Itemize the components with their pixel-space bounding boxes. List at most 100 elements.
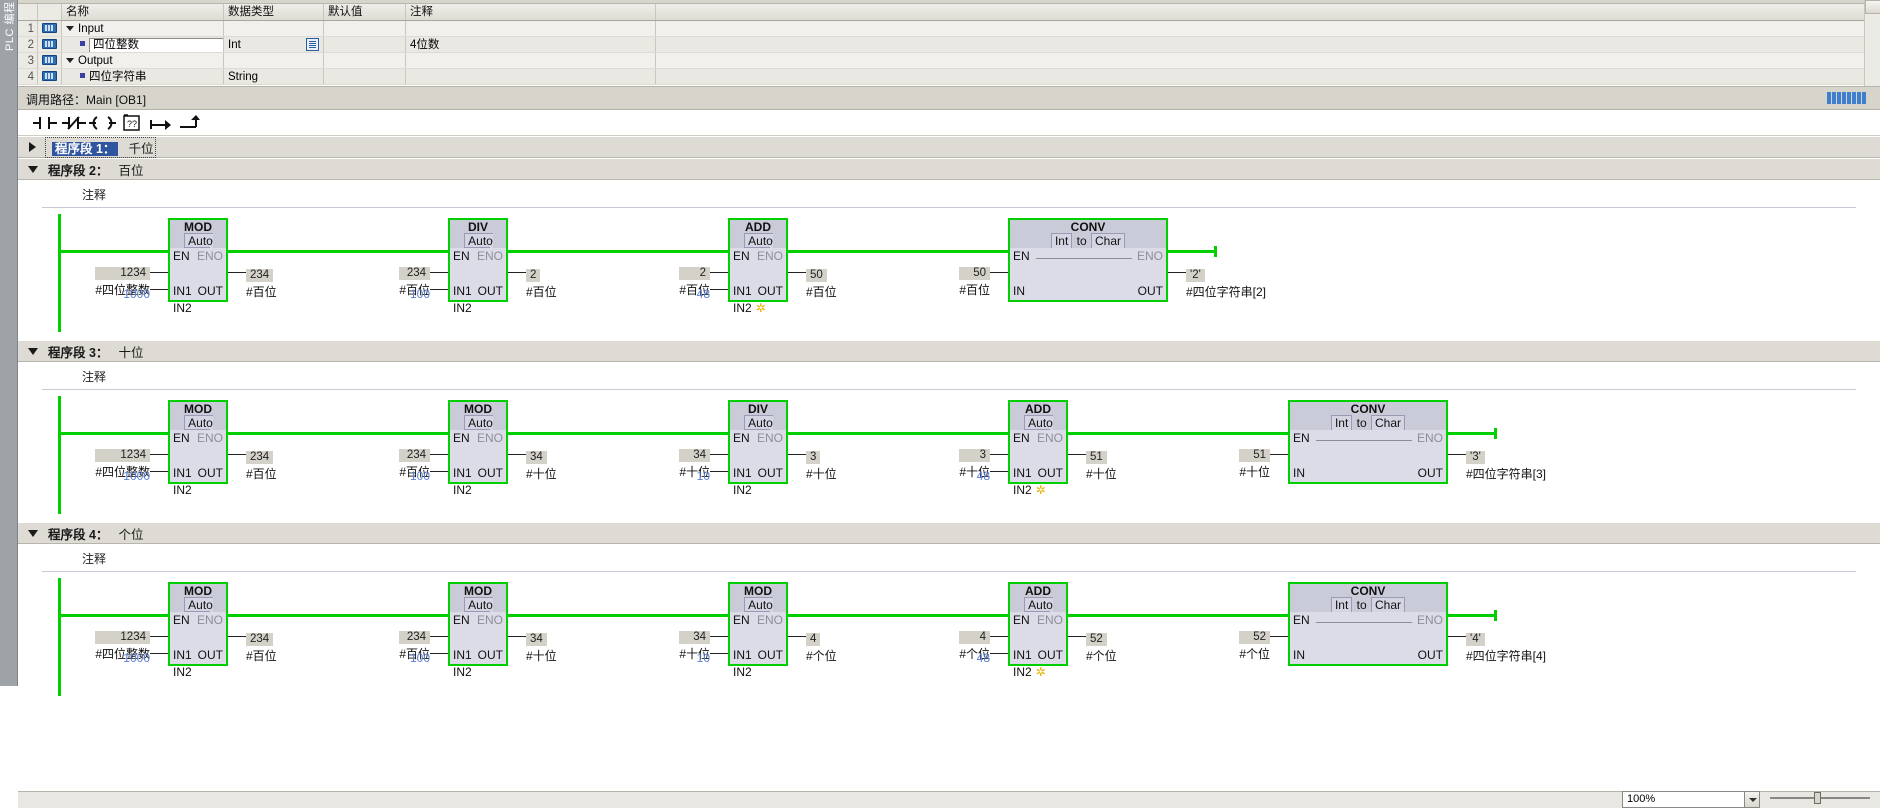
- in2-operand-text[interactable]: 10: [696, 469, 710, 483]
- in1-operand[interactable]: 34#十位: [679, 631, 710, 662]
- column-header-datatype[interactable]: 数据类型: [224, 4, 324, 20]
- expander-triangle-icon[interactable]: [66, 58, 74, 63]
- lad-element-toolbar[interactable]: ??: [18, 110, 1880, 136]
- empty-box-icon[interactable]: ??: [117, 111, 146, 134]
- interface-comment-cell[interactable]: [406, 69, 656, 84]
- in1-operand[interactable]: 234#百位: [399, 267, 430, 298]
- network-header[interactable]: 程序段 4：个位: [18, 522, 1880, 544]
- contact-nc-icon[interactable]: [59, 111, 88, 134]
- coil-icon[interactable]: [88, 111, 117, 134]
- interface-datatype-cell[interactable]: String: [224, 69, 324, 84]
- interface-name-input[interactable]: 四位整数: [89, 38, 223, 52]
- interface-comment-cell[interactable]: [406, 21, 656, 36]
- out-operand[interactable]: '3'#四位字符串[3]: [1466, 449, 1546, 482]
- interface-datatype-cell[interactable]: [224, 21, 324, 36]
- in2-operand[interactable]: 100: [410, 651, 430, 665]
- network-title-wrap[interactable]: 程序段 3：十位: [48, 342, 143, 361]
- network-header[interactable]: 程序段 1：千位: [18, 136, 1880, 158]
- network-title-wrap[interactable]: 程序段 1：千位: [44, 136, 157, 158]
- out-operand-text[interactable]: #十位: [526, 649, 557, 663]
- in2-operand[interactable]: 100: [410, 287, 430, 301]
- in1-operand[interactable]: 51#十位: [1239, 449, 1270, 480]
- in1-operand-text[interactable]: #百位: [399, 465, 430, 479]
- call-path-value[interactable]: Main [OB1]: [86, 93, 147, 107]
- out-operand-text[interactable]: #百位: [246, 649, 277, 663]
- out-operand[interactable]: 3#十位: [806, 449, 837, 482]
- in2-operand[interactable]: 48: [977, 469, 990, 483]
- in2-operand-text[interactable]: 100: [409, 287, 430, 301]
- in2-operand-text[interactable]: 100: [409, 651, 430, 665]
- interface-default-cell[interactable]: [324, 21, 406, 36]
- in1-operand-text[interactable]: #四位整数: [95, 465, 150, 479]
- interface-name-cell[interactable]: 四位整数: [62, 37, 224, 52]
- in1-operand[interactable]: 34#十位: [679, 449, 710, 480]
- collapse-arrow-icon[interactable]: [28, 165, 38, 173]
- close-branch-icon[interactable]: [175, 111, 204, 134]
- out-operand[interactable]: 2#百位: [526, 267, 557, 300]
- out-operand[interactable]: 4#个位: [806, 631, 837, 664]
- in2-operand[interactable]: 1000: [123, 469, 150, 483]
- out-operand-text[interactable]: #百位: [806, 285, 837, 299]
- in1-operand-text[interactable]: #十位: [679, 465, 710, 479]
- network-header[interactable]: 程序段 3：十位: [18, 340, 1880, 362]
- out-operand[interactable]: 34#十位: [526, 449, 557, 482]
- in1-operand[interactable]: 52#个位: [1239, 631, 1270, 662]
- in1-operand[interactable]: 4#个位: [959, 631, 990, 662]
- interface-name-text[interactable]: Output: [78, 55, 113, 67]
- network-header[interactable]: 程序段 2：百位: [18, 158, 1880, 180]
- in2-operand[interactable]: 100: [410, 469, 430, 483]
- in2-operand[interactable]: 10: [697, 651, 710, 665]
- in1-operand[interactable]: 234#百位: [399, 631, 430, 662]
- in1-operand-text[interactable]: #百位: [399, 647, 430, 661]
- interface-name-cell[interactable]: Input: [62, 21, 224, 36]
- in1-operand-text[interactable]: #百位: [399, 283, 430, 297]
- in1-operand[interactable]: 234#百位: [399, 449, 430, 480]
- in2-operand-text[interactable]: 48: [976, 469, 990, 483]
- in1-operand-text[interactable]: #四位整数: [95, 283, 150, 297]
- out-operand[interactable]: 52#个位: [1086, 631, 1117, 664]
- interface-default-cell[interactable]: [324, 69, 406, 84]
- chevron-down-icon[interactable]: [1744, 792, 1759, 807]
- scroll-up-arrow[interactable]: [1865, 0, 1880, 14]
- collapse-arrow-icon[interactable]: [28, 347, 38, 355]
- interface-comment-cell[interactable]: [406, 53, 656, 68]
- column-header-name[interactable]: 名称: [62, 4, 224, 20]
- interface-name-cell[interactable]: 四位字符串: [62, 69, 224, 84]
- out-operand-text[interactable]: #百位: [246, 285, 277, 299]
- in2-operand-text[interactable]: 10: [696, 651, 710, 665]
- out-operand-text[interactable]: #百位: [526, 285, 557, 299]
- in2-operand[interactable]: 48: [697, 287, 710, 301]
- in2-operand-text[interactable]: 48: [976, 651, 990, 665]
- out-operand-text[interactable]: #十位: [526, 467, 557, 481]
- out-operand-text[interactable]: #四位字符串[2]: [1186, 285, 1267, 299]
- in1-operand-text[interactable]: #十位: [1239, 465, 1270, 479]
- in1-operand[interactable]: 50#百位: [959, 267, 990, 298]
- out-operand[interactable]: 34#十位: [526, 631, 557, 664]
- out-operand[interactable]: '4'#四位字符串[4]: [1466, 631, 1546, 664]
- in1-operand[interactable]: 3#十位: [959, 449, 990, 480]
- interface-default-cell[interactable]: [324, 37, 406, 52]
- conv-target-type[interactable]: Char: [1371, 597, 1406, 613]
- in1-operand-text[interactable]: #个位: [1239, 647, 1270, 661]
- conv-source-type[interactable]: Int: [1330, 597, 1353, 613]
- out-operand-text[interactable]: #四位字符串[3]: [1466, 467, 1547, 481]
- interface-comment-cell[interactable]: 4位数: [406, 37, 656, 52]
- contact-no-icon[interactable]: [30, 111, 59, 134]
- interface-name-text[interactable]: 四位字符串: [89, 71, 147, 83]
- network-title-wrap[interactable]: 程序段 4：个位: [48, 524, 143, 543]
- zoom-level-select[interactable]: 100%: [1622, 791, 1760, 808]
- collapse-arrow-icon[interactable]: [28, 529, 38, 537]
- in2-operand[interactable]: 1000: [123, 651, 150, 665]
- interface-default-cell[interactable]: [324, 53, 406, 68]
- in1-operand[interactable]: 1234#四位整数: [95, 267, 150, 298]
